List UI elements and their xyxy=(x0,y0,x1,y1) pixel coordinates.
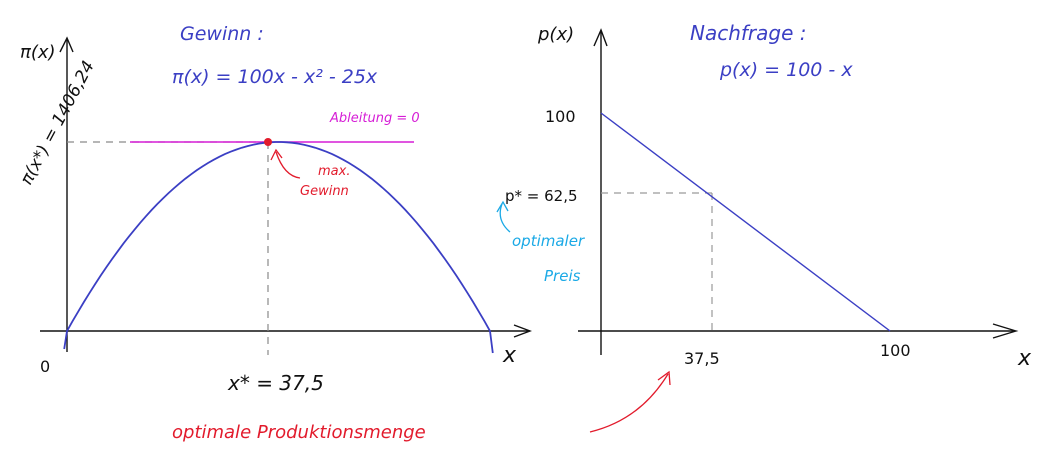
optimal-quantity-note: optimale Produktionsmenge xyxy=(172,422,426,443)
demand-title: Nachfrage : xyxy=(690,21,807,45)
demand-formula: p(x) = 100 - x xyxy=(719,59,853,81)
optimal-price-note-line1: optimaler xyxy=(512,232,585,250)
max-label-line2: Gewinn xyxy=(300,184,349,199)
connector-arrow xyxy=(589,370,671,433)
left-graph: Gewinn : π(x) = 100x - x² - 25x π(x) x 0… xyxy=(17,23,532,443)
profit-formula: π(x) = 100x - x² - 25x xyxy=(172,66,378,88)
y-intercept-label: 100 xyxy=(545,107,576,126)
left-x-axis-label: x xyxy=(502,343,517,368)
derivative-label: Ableitung = 0 xyxy=(329,111,420,126)
x-intercept-label: 100 xyxy=(880,341,911,360)
right-x-arrow xyxy=(992,323,1019,339)
right-y-axis-label: p(x) xyxy=(537,24,574,45)
right-y-arrow xyxy=(593,28,608,47)
demand-line xyxy=(600,112,891,332)
max-point xyxy=(264,138,272,146)
right-graph: Nachfrage : p(x) = 100 - x p(x) 100 p* =… xyxy=(496,21,1032,371)
connector-arrowhead xyxy=(657,370,671,386)
max-arrow xyxy=(275,151,301,179)
connector-arrow-line xyxy=(589,373,669,433)
right-x-axis-label: x xyxy=(1017,346,1032,371)
left-y-arrow xyxy=(59,36,74,53)
optimal-price-note-line2: Preis xyxy=(544,267,581,285)
profit-title: Gewinn : xyxy=(180,23,264,45)
price-note-arrow xyxy=(499,203,511,233)
origin-label: 0 xyxy=(40,357,50,376)
right-x-tick-label: 37,5 xyxy=(684,349,720,368)
price-note-arrowhead xyxy=(496,200,509,213)
left-x-arrow xyxy=(513,324,532,338)
optimal-quantity-label: x* = 37,5 xyxy=(227,371,324,395)
optimal-price-value-label: p* = 62,5 xyxy=(505,187,578,205)
max-profit-value-label: π(x*) = 1406,24 xyxy=(17,58,99,189)
left-y-axis-label: π(x) xyxy=(20,42,56,63)
profit-curve xyxy=(63,141,494,354)
max-label-line1: max. xyxy=(318,164,350,179)
max-arrowhead xyxy=(270,148,283,161)
